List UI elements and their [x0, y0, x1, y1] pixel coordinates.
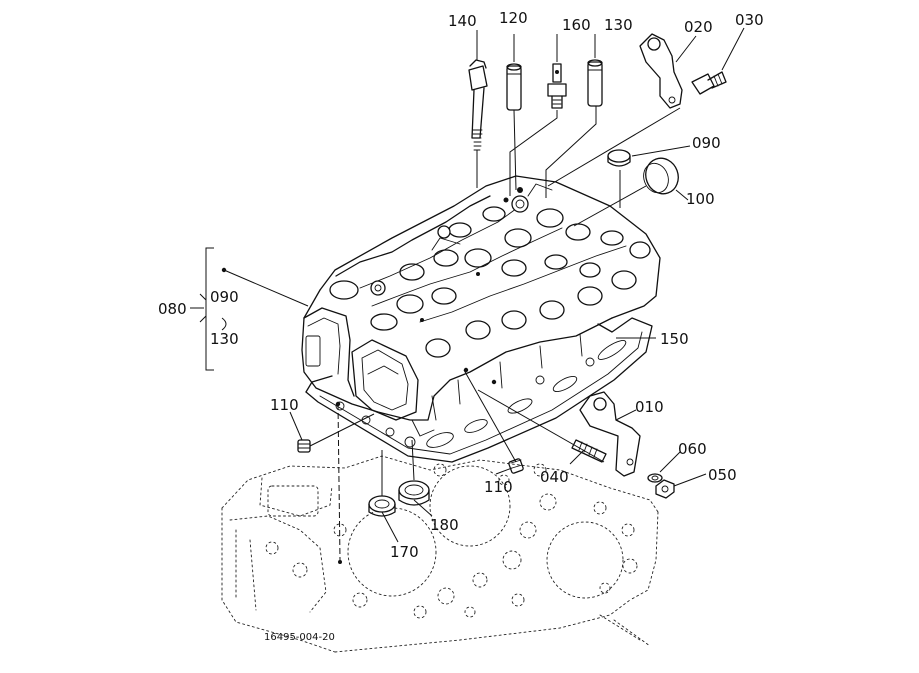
callout-090-top: 090: [692, 134, 721, 152]
valve-guide-130: [587, 59, 603, 107]
bolt-030: [691, 71, 727, 95]
callout-010: 010: [635, 398, 664, 416]
leader-lines: [221, 27, 745, 564]
callout-180: 180: [430, 516, 459, 534]
callout-020: 020: [684, 18, 713, 36]
callout-090-group: 090: [210, 288, 239, 306]
callout-labels: 140 120 160 130 020 030 090 100 080 090 …: [158, 9, 764, 643]
callout-030: 030: [735, 11, 764, 29]
callout-100: 100: [686, 190, 715, 208]
callout-150: 150: [660, 330, 689, 348]
callout-110-left: 110: [270, 396, 299, 414]
callout-160: 160: [562, 16, 591, 34]
callout-040: 040: [540, 468, 569, 486]
bracket-010: [579, 391, 641, 477]
callout-050: 050: [708, 466, 737, 484]
seal-180: [398, 480, 430, 506]
head-bolt-140: [468, 59, 488, 151]
callout-120: 120: [499, 9, 528, 27]
callout-140: 140: [448, 12, 477, 30]
head-gasket-150: [305, 317, 653, 463]
lifting-bracket-020: [639, 33, 683, 109]
cap-100: [643, 157, 679, 195]
callout-170: 170: [390, 543, 419, 561]
callout-110-right: 110: [484, 478, 513, 496]
nut-050: [655, 479, 675, 499]
figure-id: 16495-004-20: [264, 632, 335, 643]
glow-plug-160: [547, 63, 567, 109]
plug-110-right: [508, 458, 524, 474]
plug-110-left: [297, 439, 311, 453]
callout-130: 130: [604, 16, 633, 34]
group-bracket-080: [190, 247, 227, 371]
cylinder-head-body: [301, 175, 661, 437]
washer-060: [647, 473, 663, 483]
callout-080: 080: [158, 300, 187, 318]
stud-040: [571, 439, 607, 463]
plug-090: [607, 149, 631, 167]
callout-060: 060: [678, 440, 707, 458]
nozzle-holder-120: [506, 63, 522, 111]
callout-130-group: 130: [210, 330, 239, 348]
engine-block-ghost: [221, 455, 659, 653]
